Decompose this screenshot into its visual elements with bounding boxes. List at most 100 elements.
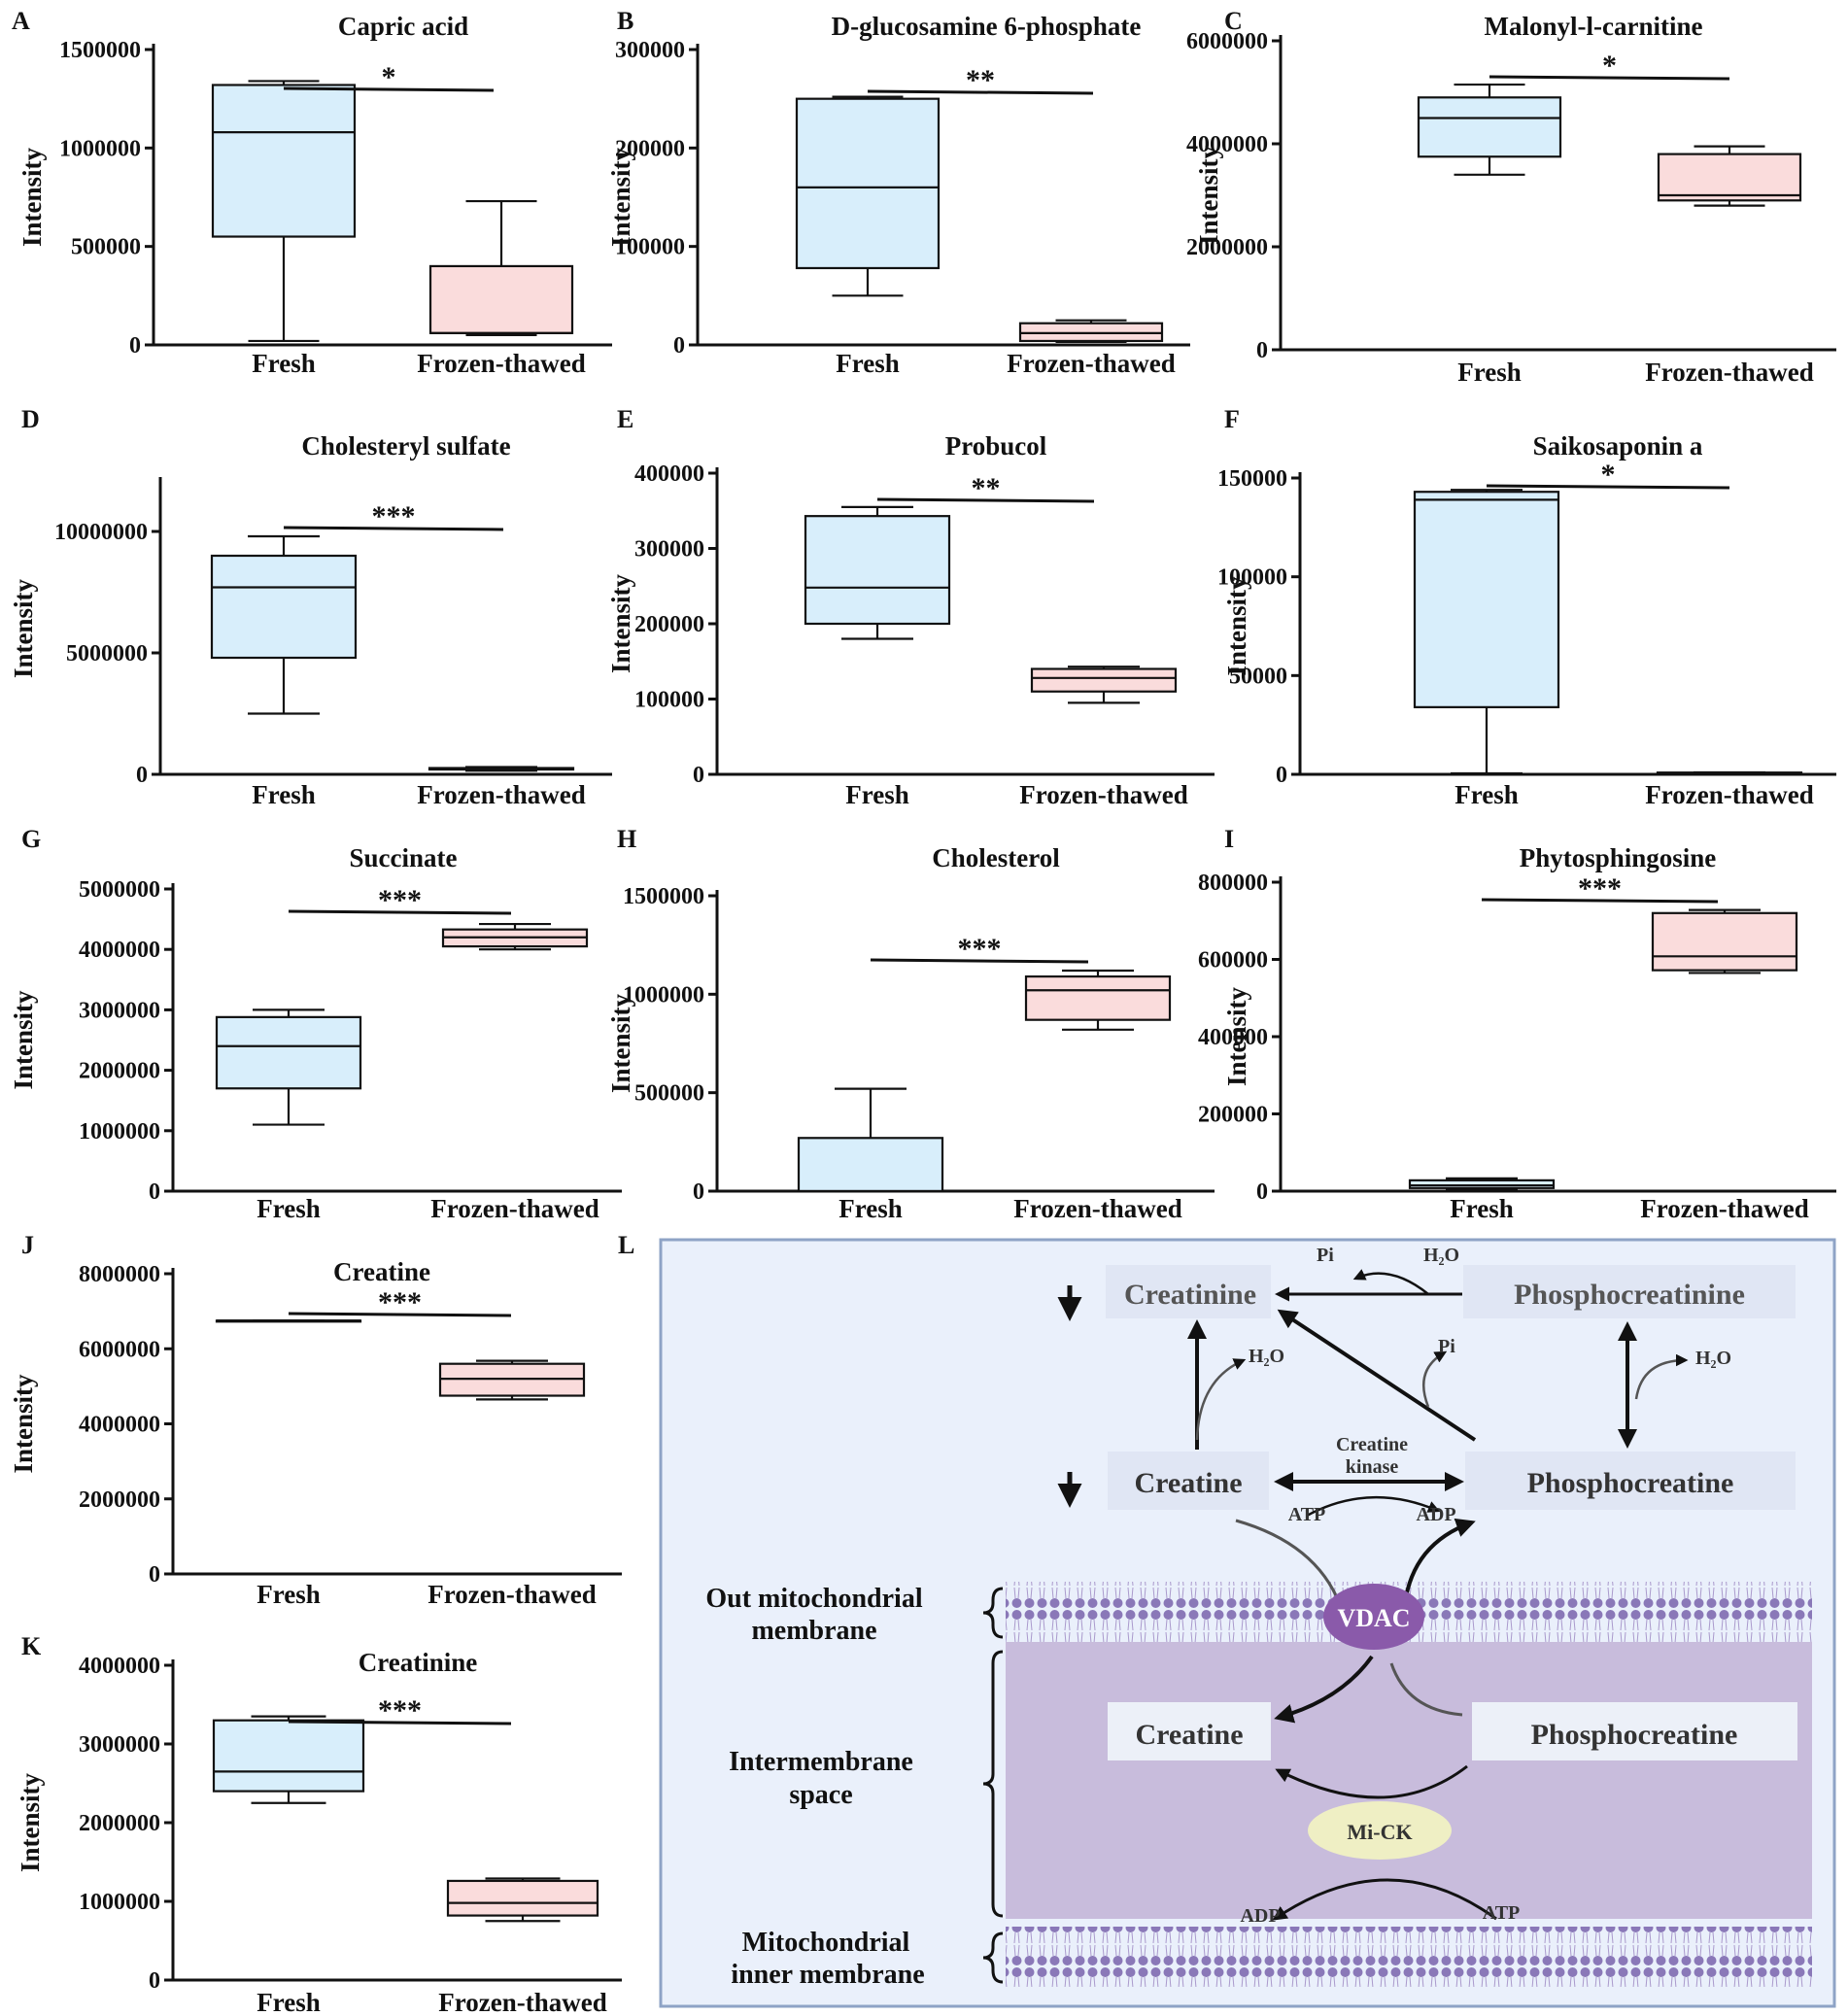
box-frozen-thawed — [1030, 666, 1178, 704]
mi-ck-enzyme — [1308, 1801, 1452, 1860]
creatine-inner-label: Creatine — [1135, 1719, 1243, 1751]
y-tick-label: 1000000 — [79, 1890, 160, 1915]
creatine-export-arrow — [1274, 1655, 1374, 1724]
y-tick-label: 0 — [693, 763, 704, 788]
panel-label: L — [618, 1231, 634, 1259]
significance-marker: * — [1601, 459, 1616, 491]
chart-title: Creatinine — [359, 1648, 478, 1677]
significance-marker: *** — [1578, 872, 1622, 905]
y-axis-label: Intensity — [1222, 576, 1251, 676]
y-tick-label: 300000 — [634, 537, 704, 563]
h2o-label: H₂O — [1249, 1346, 1284, 1367]
box-fresh — [797, 1087, 944, 1193]
box-fresh — [210, 534, 358, 715]
atp-label: ATP — [1483, 1902, 1521, 1924]
category-label: Frozen-thawed — [1645, 358, 1813, 387]
y-tick-label: 500000 — [71, 235, 141, 260]
significance-line — [288, 909, 512, 915]
significance-line — [283, 526, 504, 531]
category-label: Fresh — [845, 780, 909, 809]
box-frozen-thawed — [441, 922, 589, 951]
y-tick-label: 200000 — [634, 612, 704, 637]
significance-marker: *** — [378, 1286, 422, 1318]
category-label: Frozen-thawed — [1007, 349, 1175, 378]
y-axis-label: Intensity — [1222, 986, 1251, 1086]
significance-line — [867, 89, 1094, 95]
atp-adp-arrow — [1272, 1878, 1497, 1921]
intermembrane-label: Intermembrane — [729, 1747, 913, 1777]
category-label: Fresh — [252, 349, 316, 378]
chart-title: Malonyl-l-carnitine — [1485, 12, 1703, 41]
y-axis-label: Intensity — [606, 147, 635, 247]
y-axis-label: Intensity — [16, 1772, 45, 1872]
y-axis-label: Intensity — [9, 1374, 38, 1474]
y-tick-label: 150000 — [1217, 466, 1287, 492]
category-label: Frozen-thawed — [1019, 780, 1187, 809]
category-label: Fresh — [1450, 1194, 1514, 1223]
category-label: Fresh — [1457, 358, 1522, 387]
category-label: Frozen-thawed — [438, 1988, 606, 2016]
y-tick-label: 3000000 — [79, 998, 160, 1023]
inner-membrane-brace — [982, 1931, 1004, 1984]
category-label: Fresh — [257, 1580, 321, 1609]
significance-line — [1486, 484, 1730, 490]
y-tick-label: 0 — [1256, 1179, 1268, 1205]
significance-marker: *** — [378, 884, 422, 916]
box-frozen-thawed — [438, 1359, 586, 1401]
phosphocreatine-import-curve — [1389, 1662, 1463, 1717]
creatinine-label: Creatinine — [1124, 1279, 1256, 1311]
significance-marker: *** — [372, 500, 416, 532]
y-tick-label: 400000 — [1198, 1025, 1268, 1050]
panel-label: H — [617, 825, 636, 853]
box-frozen-thawed — [1656, 770, 1803, 775]
box-fresh — [795, 95, 941, 297]
box-fresh — [211, 80, 357, 343]
chart-panel-h: HCholesterolIntensity0500000100000015000… — [606, 825, 1215, 1223]
category-label: Fresh — [838, 1194, 903, 1223]
y-tick-label: 0 — [693, 1179, 704, 1205]
y-axis-label: Intensity — [606, 993, 635, 1093]
category-label: Frozen-thawed — [1013, 1194, 1181, 1223]
mi-ck-label: Mi-CK — [1347, 1820, 1412, 1844]
y-tick-label: 200000 — [1198, 1103, 1268, 1128]
category-label: Fresh — [1454, 780, 1519, 809]
category-label: Frozen-thawed — [430, 1194, 599, 1223]
chart-title: Succinate — [350, 843, 458, 872]
panel-label: G — [21, 825, 41, 853]
intermembrane-label: space — [789, 1780, 852, 1810]
outer-membrane-label: membrane — [751, 1616, 876, 1646]
significance-marker: * — [382, 61, 396, 93]
creatine-label: Creatine — [1134, 1467, 1242, 1499]
y-tick-label: 100000 — [634, 688, 704, 713]
phosphocreatine-top-box — [1465, 1452, 1796, 1510]
vdac-label: VDAC — [1337, 1604, 1410, 1632]
y-tick-label: 50000 — [1229, 664, 1287, 689]
y-tick-label: 2000000 — [1186, 235, 1268, 260]
chart-panel-g: GSuccinateIntensity010000002000000300000… — [9, 825, 622, 1223]
mick-reaction-arrow — [1275, 1764, 1468, 1799]
chart-title: Phytosphingosine — [1520, 843, 1717, 872]
chart-title: Cholesterol — [932, 843, 1060, 872]
y-axis-label: Intensity — [17, 147, 47, 247]
chart-panel-e: EProbucolIntensity0100000200000300000400… — [606, 405, 1215, 809]
y-axis-label: Intensity — [9, 578, 38, 678]
y-tick-label: 4000000 — [79, 1413, 160, 1438]
y-tick-label: 6000000 — [79, 1337, 160, 1362]
y-tick-label: 4000000 — [1186, 132, 1268, 157]
panel-label: F — [1224, 405, 1240, 433]
chart-title: D-glucosamine 6-phosphate — [832, 12, 1142, 41]
intermembrane-brace — [982, 1650, 1004, 1918]
y-tick-label: 0 — [1256, 338, 1268, 363]
box-frozen-thawed — [1018, 319, 1164, 344]
inner-membrane — [1006, 1927, 1812, 1987]
y-tick-label: 1500000 — [623, 884, 704, 909]
category-label: Frozen-thawed — [428, 1580, 596, 1609]
panel-label: E — [617, 405, 633, 433]
significance-marker: *** — [378, 1694, 422, 1726]
category-label: Frozen-thawed — [1645, 780, 1813, 809]
atp-label: ATP — [1288, 1504, 1326, 1525]
